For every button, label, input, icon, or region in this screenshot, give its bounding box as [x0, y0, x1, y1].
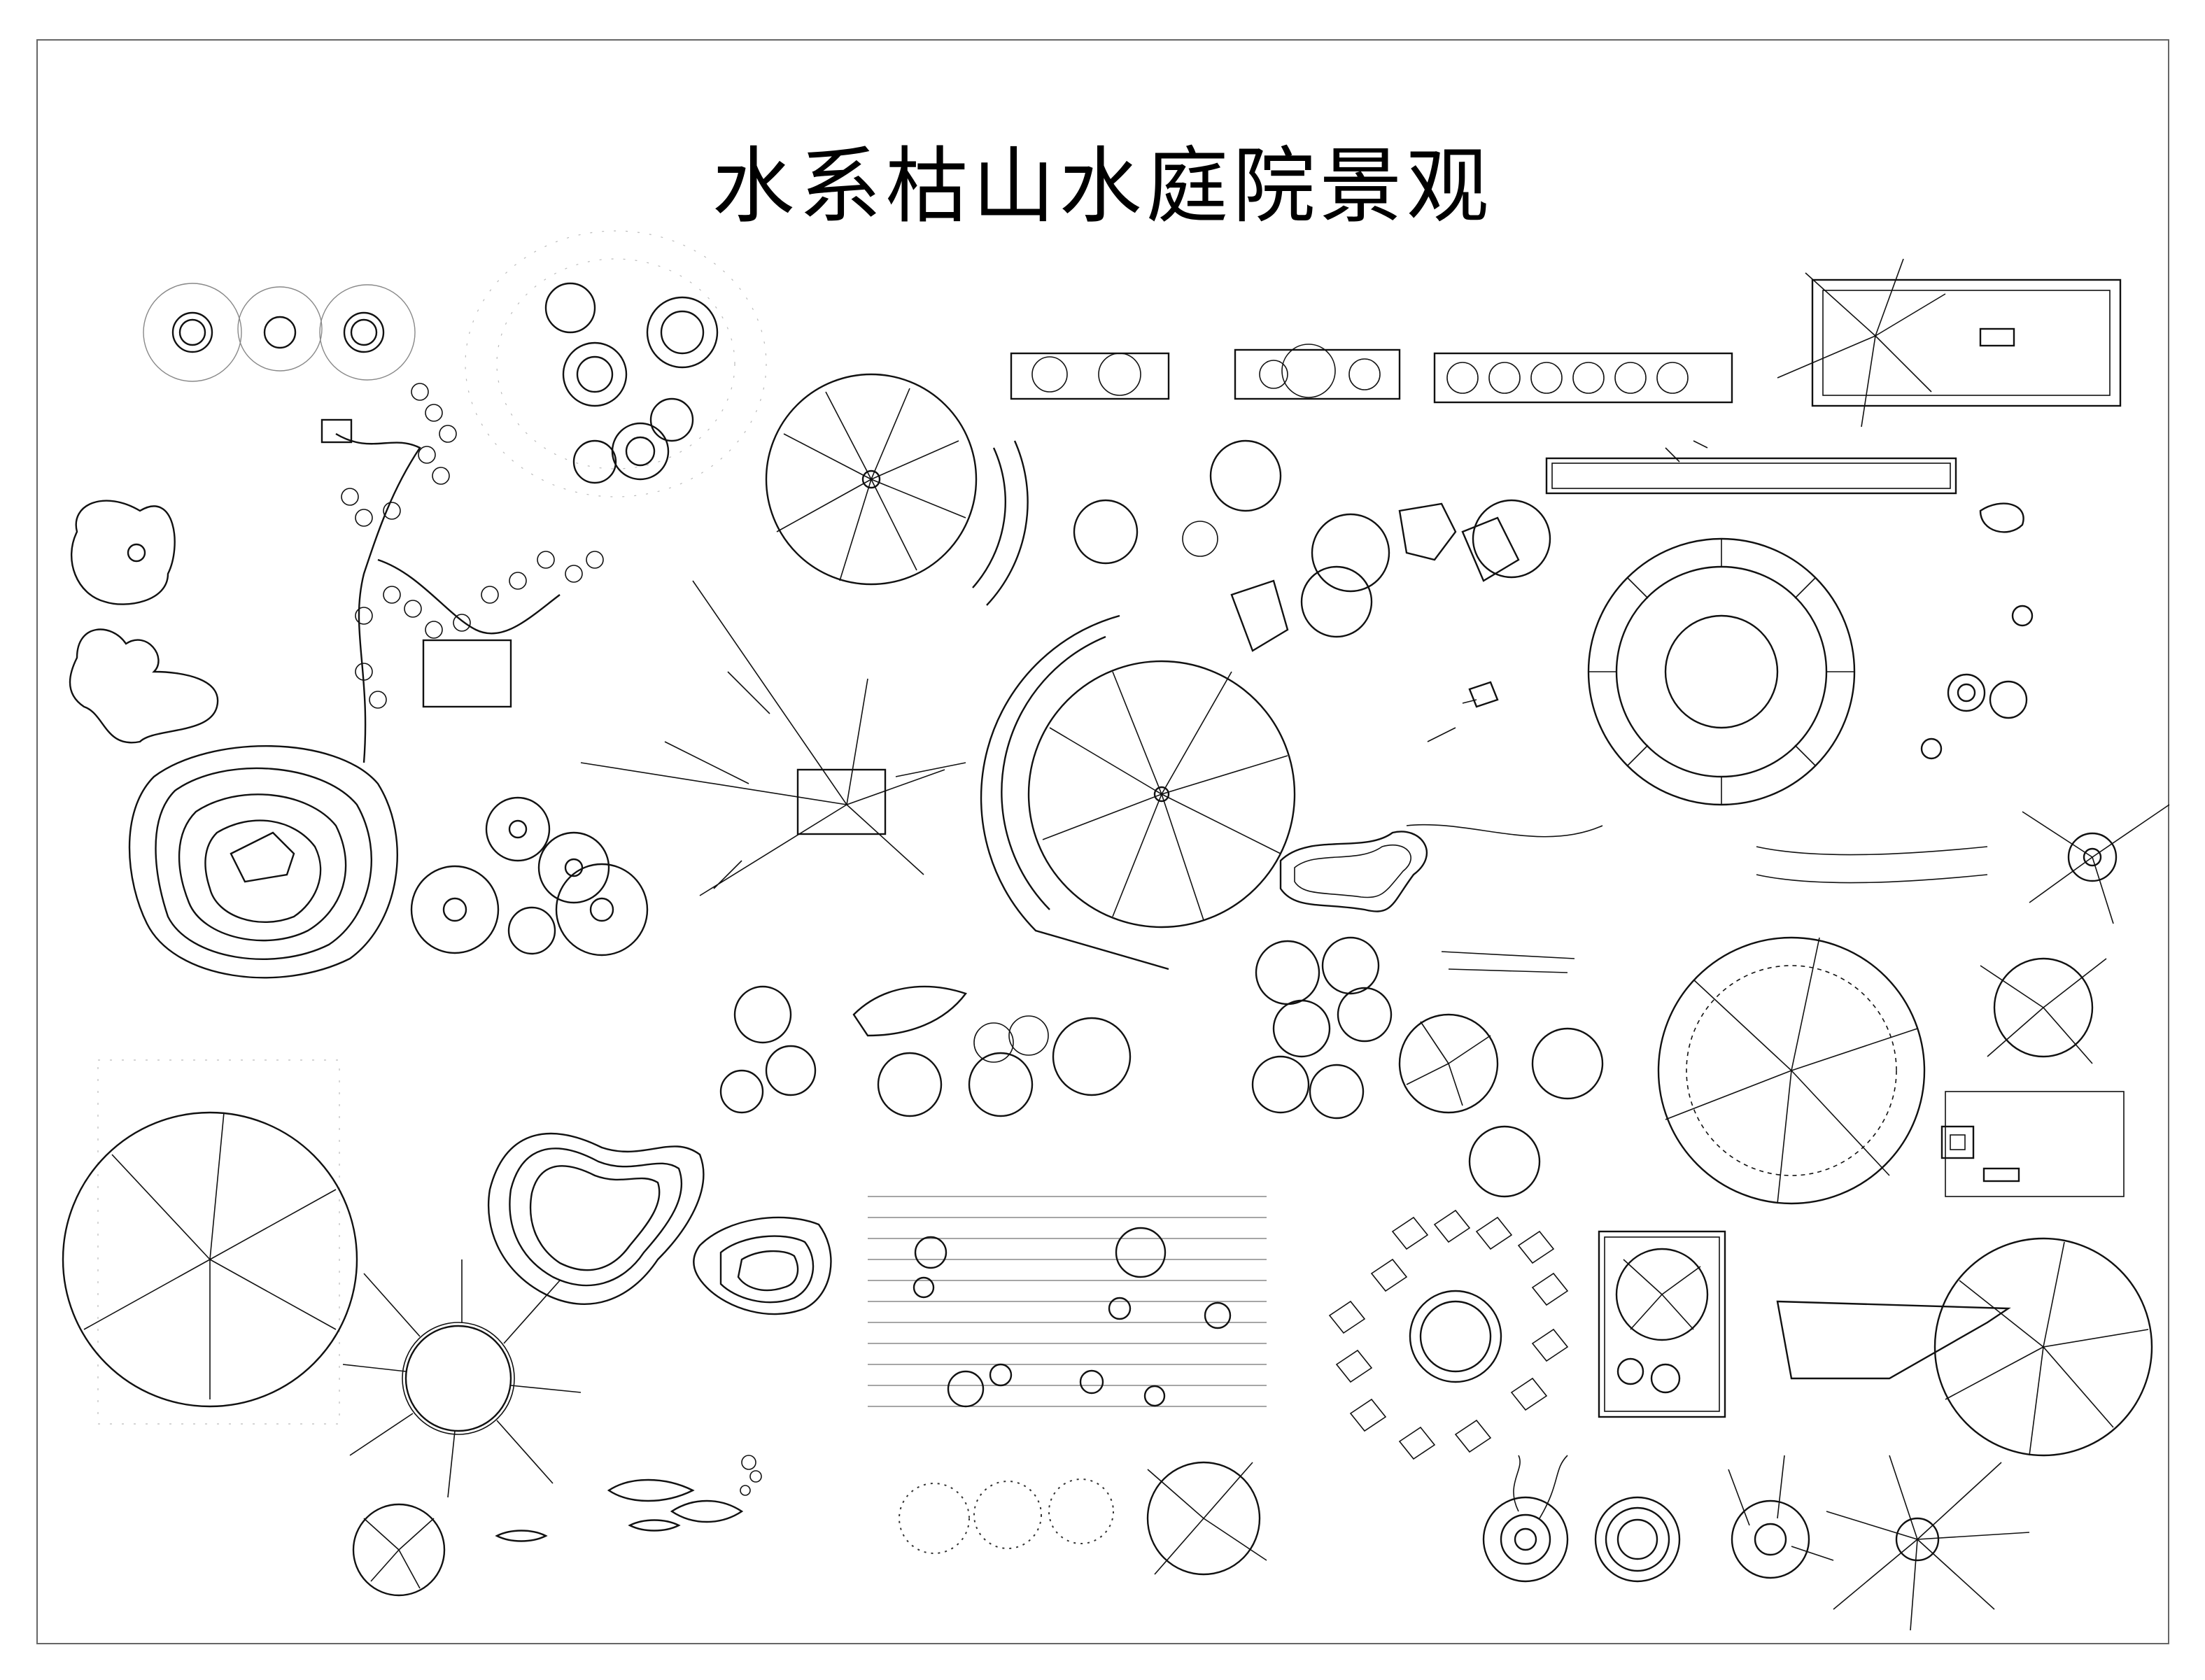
planter-box-symbol	[1940, 957, 2125, 1197]
round-tree-terrace-symbol	[980, 614, 1296, 970]
stone-pattern-symbol	[1427, 681, 1988, 884]
rock-contour-symbol	[128, 745, 398, 979]
bare-branch-tree-symbol	[580, 580, 966, 896]
circle-stepping-stones-symbol	[410, 796, 649, 957]
framed-tree-symbol	[1598, 1230, 1726, 1418]
dotted-plaza-symbol	[465, 230, 767, 497]
flagstone-path-symbol	[1328, 1209, 1569, 1460]
stone-basin-symbol	[1482, 1455, 2030, 1631]
large-tree-plan-symbol	[765, 373, 1029, 606]
drawing-border	[36, 39, 2169, 1644]
riverbank-planting-symbol	[1665, 440, 1708, 463]
lily-pad-water-symbol	[868, 1196, 1267, 1408]
gear-tree-cluster-symbol	[1251, 936, 1604, 1198]
island-contour-symbol	[487, 1132, 832, 1315]
small-tree-column-symbol	[1920, 502, 2170, 924]
drawing-title: 水系枯山水庭院景观	[712, 138, 1493, 234]
dense-tree-plan-symbol	[1657, 936, 1926, 1205]
long-stone-tree-symbol	[1776, 1237, 2153, 1457]
pebble-cluster-symbol	[143, 283, 416, 382]
bonsai-tree-symbol	[320, 383, 604, 763]
koi-fish-symbol	[719, 985, 1132, 1117]
round-plaza-symbol	[1587, 537, 1856, 806]
flowering-tree-plan-symbol	[62, 1059, 358, 1425]
root-ring-tree-symbol	[342, 1259, 582, 1597]
shrub-cluster-symbol	[1073, 439, 1551, 652]
planter-strip-symbol	[1010, 344, 1957, 495]
dotted-shrub-row-symbol	[899, 1461, 1267, 1576]
rectangular-pool-symbol	[1777, 258, 2122, 428]
pond-contour-symbol	[1279, 824, 1603, 973]
rock-outline-symbol	[69, 500, 219, 744]
fish-school-symbol	[495, 1455, 762, 1542]
